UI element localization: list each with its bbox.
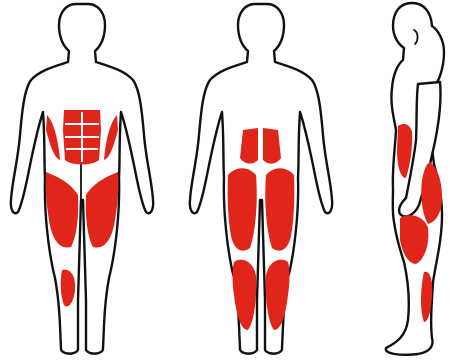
front-view-figure: [11, 4, 153, 354]
back-view-figure: [190, 4, 332, 354]
back-body-outline: [190, 4, 332, 354]
back-gluteus-left: [240, 128, 258, 164]
back-hamstrings-right: [265, 168, 294, 250]
back-hamstrings-left: [228, 168, 257, 250]
back-gluteus-right: [263, 128, 281, 164]
front-body-outline: [11, 4, 153, 354]
